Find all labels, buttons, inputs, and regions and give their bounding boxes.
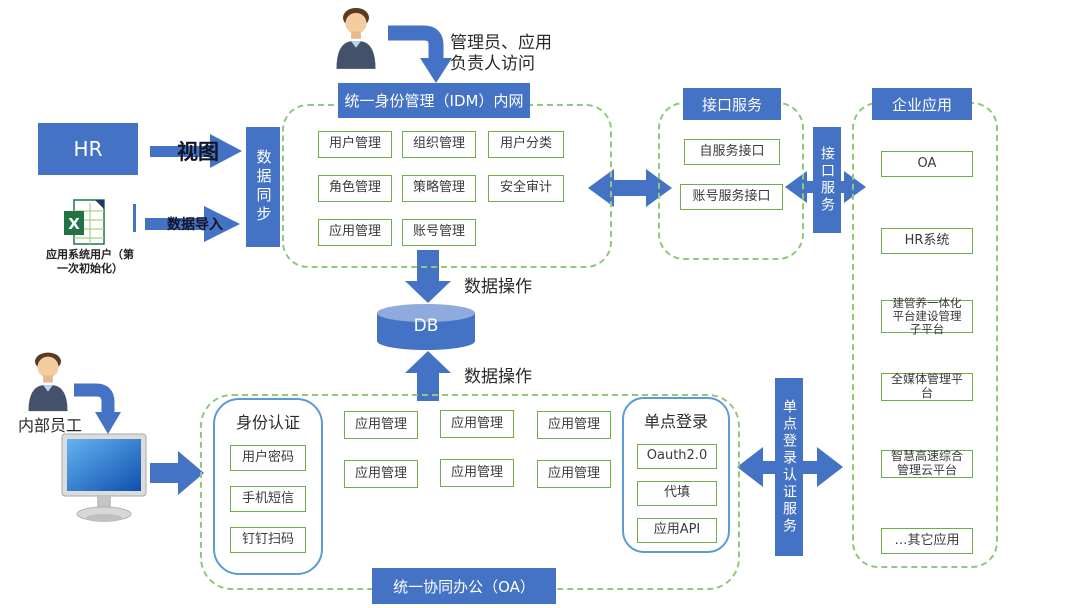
arrow-employee-to-pc bbox=[74, 383, 121, 434]
db-label: DB bbox=[413, 316, 439, 336]
api-service-container bbox=[658, 102, 804, 260]
arrow-data-import bbox=[145, 206, 240, 242]
idm-module: 应用管理 bbox=[318, 219, 392, 246]
app-mgmt-box: 应用管理 bbox=[537, 460, 611, 488]
enterprise-app: 全媒体管理平 台 bbox=[881, 372, 973, 401]
idm-banner: 统一身份管理（IDM）内网 bbox=[338, 83, 530, 118]
oa-banner: 统一协同办公（OA） bbox=[372, 568, 556, 604]
admin-note: 管理员、应用 负责人访问 bbox=[450, 33, 552, 75]
employee-label: 内部员工 bbox=[17, 416, 82, 435]
app-mgmt-box: 应用管理 bbox=[344, 411, 418, 439]
arrow-admin-to-idm bbox=[388, 25, 452, 83]
db-cylinder bbox=[377, 304, 475, 350]
enterprise-app: HR系统 bbox=[881, 228, 973, 254]
app-mgmt-box: 应用管理 bbox=[440, 459, 514, 487]
monitor-icon bbox=[61, 433, 147, 522]
auth-title: 身份认证 bbox=[235, 413, 300, 432]
arrow-sso-bar-left bbox=[737, 447, 777, 487]
idm-module: 策略管理 bbox=[402, 175, 476, 202]
auth-item: 用户密码 bbox=[230, 445, 306, 471]
excel-x-glyph: X bbox=[68, 215, 80, 233]
idm-module: 账号管理 bbox=[402, 219, 476, 246]
sso-item: 代填 bbox=[637, 481, 717, 506]
app-mgmt-box: 应用管理 bbox=[440, 410, 514, 438]
sso-title: 单点登录 bbox=[643, 412, 708, 431]
data-import-arrow-label: 数据导入 bbox=[167, 217, 223, 233]
excel-caption: 应用系统用户（第 一次初始化） bbox=[46, 248, 134, 275]
arrow-api-bar-right bbox=[838, 171, 866, 203]
arrow-pc-to-auth bbox=[150, 451, 204, 495]
sso-service-bar: 单点登录认证服务 bbox=[775, 378, 803, 556]
enterprise-app: OA bbox=[881, 151, 973, 177]
idm-module: 用户管理 bbox=[318, 131, 392, 158]
auth-item: 钉钉扫码 bbox=[230, 527, 306, 553]
enterprise-app: 建管养一体化 平台建设管理 子平台 bbox=[881, 296, 973, 336]
sso-item: 应用API bbox=[637, 518, 717, 543]
view-arrow-label: 视图 bbox=[177, 140, 219, 164]
idm-module: 组织管理 bbox=[402, 131, 476, 158]
hr-source-box: HR bbox=[38, 123, 138, 175]
app-mgmt-box: 应用管理 bbox=[344, 460, 418, 488]
api-service-bar: 接口服务 bbox=[813, 127, 841, 233]
data-sync-bar: 数据同步 bbox=[246, 127, 280, 247]
enterprise-app: 智慧高速综合 管理云平台 bbox=[881, 449, 973, 478]
sso-item: Oauth2.0 bbox=[637, 444, 717, 469]
arrow-view bbox=[150, 134, 242, 168]
api-service-item: 账号服务接口 bbox=[680, 184, 783, 210]
enterprise-app: …其它应用 bbox=[881, 528, 973, 554]
excel-tick-mark bbox=[133, 204, 136, 232]
arrow-sso-bar-right bbox=[801, 447, 843, 487]
idm-module: 安全审计 bbox=[488, 175, 564, 202]
api-service-banner: 接口服务 bbox=[683, 88, 781, 120]
auth-item: 手机短信 bbox=[230, 486, 306, 512]
data-op-label-bottom: 数据操作 bbox=[464, 366, 532, 387]
idm-module: 用户分类 bbox=[488, 131, 564, 158]
excel-file-icon: X bbox=[64, 199, 105, 245]
arrow-idm-api-double bbox=[588, 169, 672, 207]
enterprise-apps-banner: 企业应用 bbox=[872, 88, 972, 120]
arrow-api-bar-left bbox=[785, 171, 816, 203]
employee-user-icon bbox=[28, 352, 68, 412]
data-op-label-top: 数据操作 bbox=[464, 276, 532, 297]
app-mgmt-box: 应用管理 bbox=[537, 411, 611, 439]
idm-module: 角色管理 bbox=[318, 175, 392, 202]
api-service-item: 自服务接口 bbox=[684, 139, 780, 165]
admin-user-icon bbox=[336, 7, 376, 69]
